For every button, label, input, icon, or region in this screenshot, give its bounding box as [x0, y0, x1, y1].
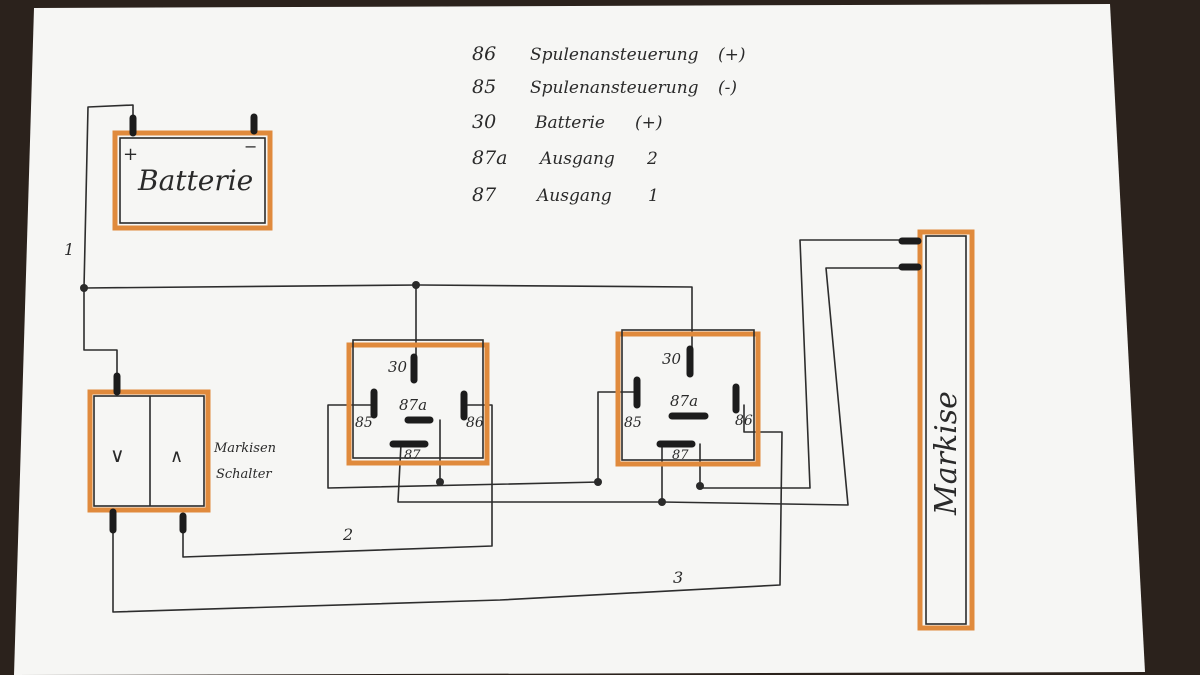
relay-right-label-86: 86 [735, 413, 753, 429]
wire-right-85 [597, 391, 638, 483]
legend-desc-85: Spulenansteuerung [530, 78, 699, 98]
legend-pin-87: 87 [472, 184, 497, 206]
switch-label-line2: Schalter [216, 467, 272, 482]
wire-right-87 [699, 239, 916, 489]
relay-left-label-85: 85 [355, 415, 373, 431]
pin-legend: 86 Spulenansteuerung (+) 85 Spulenansteu… [472, 43, 746, 206]
battery-outline [112, 130, 273, 231]
awning-switch: ∨ ∧ Markisen Schalter [87, 372, 276, 534]
legend-sign-87: 1 [648, 186, 659, 206]
relay-right: 30 87a 85 86 87 [615, 329, 761, 467]
switch-outline [87, 389, 211, 513]
markise-outline [917, 229, 975, 631]
wires [80, 104, 916, 613]
legend-desc-30: Batterie [534, 113, 605, 133]
wire-label-2: 2 [342, 525, 353, 544]
legend-pin-87a: 87a [472, 147, 508, 169]
markise-label: Markise [929, 391, 964, 516]
junction-bus [412, 281, 420, 289]
awning-motor: Markise [898, 229, 975, 631]
relay-right-label-87: 87 [672, 448, 689, 463]
relay-right-label-85: 85 [624, 415, 642, 431]
junction-left-85 [436, 478, 444, 486]
junction-lower [658, 498, 666, 506]
wire-3 [112, 404, 783, 613]
legend-pin-86: 86 [472, 43, 496, 65]
relay-left-label-87: 87 [404, 448, 421, 463]
legend-desc-87a: Ausgang [538, 149, 615, 169]
legend-sign-87a: 2 [646, 149, 658, 169]
relay-right-label-30: 30 [662, 350, 682, 368]
legend-sign-85: (-) [718, 78, 737, 98]
legend-desc-87: Ausgang [535, 186, 612, 206]
junction-right-85 [594, 478, 602, 486]
switch-label-line1: Markisen [213, 441, 276, 456]
wire-label-1: 1 [64, 240, 74, 259]
junction-right-87 [696, 482, 704, 490]
legend-sign-30: (+) [635, 113, 663, 133]
wire-bus-30 [83, 284, 693, 351]
battery-minus-sign: − [244, 137, 257, 156]
legend-sign-86: (+) [718, 45, 746, 65]
paper-sheet [14, 4, 1145, 675]
relay-right-outline [615, 331, 761, 467]
legend-pin-30: 30 [472, 111, 496, 133]
wire-label-3: 3 [673, 568, 683, 587]
wire-2 [182, 404, 493, 558]
relay-right-label-87a: 87a [670, 392, 698, 410]
relay-left-label-30: 30 [388, 358, 408, 376]
relay-left-label-87a: 87a [399, 396, 427, 414]
junction-main [80, 284, 88, 292]
battery-label: Batterie [137, 164, 253, 197]
switch-up-symbol: ∧ [170, 446, 183, 467]
relay-left-outline [346, 342, 490, 466]
switch-down-symbol: ∨ [110, 443, 125, 467]
battery-plus-sign: + [123, 144, 138, 165]
battery: + − Batterie [112, 113, 273, 231]
legend-desc-86: Spulenansteuerung [530, 45, 699, 65]
wire-markise-lower [661, 267, 916, 506]
legend-pin-85: 85 [472, 76, 496, 98]
relay-left: 30 87a 85 86 87 [346, 339, 490, 466]
relay-left-label-86: 86 [466, 415, 484, 431]
